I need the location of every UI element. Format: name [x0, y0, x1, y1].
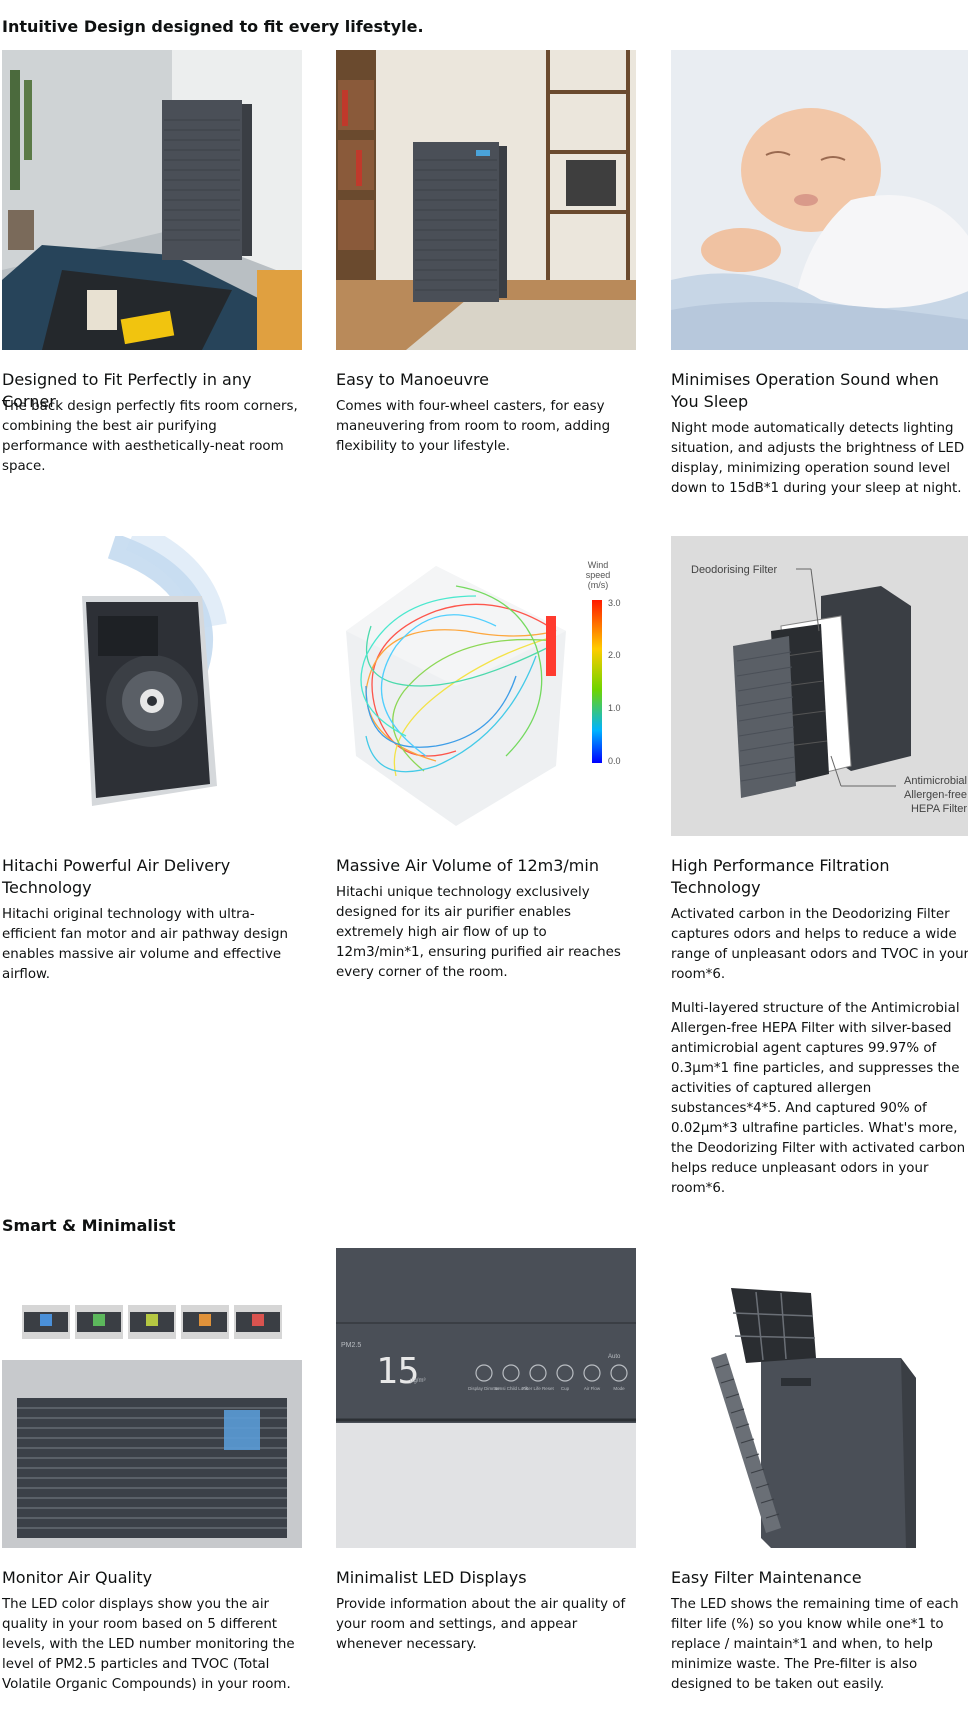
panel-button-label: Mode [613, 1386, 625, 1391]
wind-speed-label: Wind [588, 560, 609, 570]
panel-button-label: Air Flow [584, 1386, 601, 1391]
deodorising-filter-label: Deodorising Filter [691, 564, 778, 576]
card-text: Hitachi original technology with ultra-e… [2, 905, 304, 999]
card-text: Activated carbon in the Deodorizing Filt… [671, 905, 968, 1213]
aq-level-3 [146, 1314, 158, 1326]
card-paragraph: Activated carbon in the Deodorizing Filt… [671, 907, 968, 982]
svg-text:(m/s): (m/s) [588, 580, 609, 590]
aq-level-1 [40, 1314, 52, 1326]
hepa-filter-label: Antimicrobial [904, 775, 967, 787]
card-paragraph: The back design perfectly fits room corn… [2, 399, 298, 474]
aq-level-4 [199, 1314, 211, 1326]
pm25-value: 15 [376, 1351, 419, 1392]
svg-text:µg/m³: µg/m³ [410, 1378, 425, 1384]
card-paragraph: Night mode automatically detects lightin… [671, 421, 965, 496]
card-paragraph: Comes with four-wheel casters, for easy … [336, 399, 611, 454]
wind-speed-legend [592, 600, 602, 763]
svg-text:Allergen-free: Allergen-free [904, 789, 967, 801]
card-text: Night mode automatically detects lightin… [671, 419, 968, 513]
card-title: Easy to Manoeuvre [336, 370, 490, 389]
panel-button-label: Sensi Child Lock [494, 1386, 528, 1391]
svg-text:Auto: Auto [608, 1354, 621, 1360]
card-paragraph: The LED color displays show you the air … [2, 1597, 295, 1692]
card-text: Comes with four-wheel casters, for easy … [336, 397, 638, 471]
panel-button-label: Display Dimmer [468, 1386, 500, 1391]
card-title: Hitachi Powerful Air Delivery Technology [2, 856, 231, 897]
svg-text:0.0: 0.0 [608, 756, 621, 766]
card-title: Minimalist LED Displays [336, 1568, 527, 1587]
svg-text:1.0: 1.0 [608, 703, 621, 713]
card-paragraph: Provide information about the air qualit… [336, 1597, 626, 1652]
sleeping-baby-image [671, 50, 968, 350]
card-title: Easy Filter Maintenance [671, 1568, 862, 1587]
air-quality-led-image [2, 1248, 302, 1548]
section-title-design: Intuitive Design designed to fit every l… [2, 17, 424, 36]
led-panel-image: PM2.5 15 µg/m³ Auto Display Dimmer Sensi… [336, 1248, 636, 1548]
card-title: Minimises Operation Sound when You Sleep [671, 370, 939, 411]
aq-level-5 [252, 1314, 264, 1326]
card-title: Designed to Fit Perfectly in any Corner [2, 370, 252, 411]
airflow-simulation-image: Wind speed (m/s) 3.0 2.0 1.0 0.0 [336, 536, 636, 836]
card-paragraph: Multi-layered structure of the Antimicro… [671, 1001, 966, 1196]
aq-level-2 [93, 1314, 105, 1326]
card-text: The LED shows the remaining time of each… [671, 1595, 968, 1709]
section-title-smart: Smart & Minimalist [2, 1216, 176, 1235]
svg-text:3.0: 3.0 [608, 598, 621, 608]
panel-button-label: Filter Life Reset [522, 1386, 554, 1391]
panel-button-label: Cup [561, 1386, 570, 1391]
card-text: The back design perfectly fits room corn… [2, 397, 304, 491]
card-text: The LED color displays show you the air … [2, 1595, 304, 1709]
pm25-label: PM2.5 [341, 1342, 361, 1349]
living-room-image [336, 50, 636, 350]
card-paragraph: The LED shows the remaining time of each… [671, 1597, 959, 1692]
card-text: Provide information about the air qualit… [336, 1595, 638, 1669]
card-paragraph: Hitachi original technology with ultra-e… [2, 907, 288, 982]
card-paragraph: Hitachi unique technology exclusively de… [336, 885, 621, 980]
fan-cutaway-image [2, 536, 302, 836]
card-title: Monitor Air Quality [2, 1568, 153, 1587]
svg-text:2.0: 2.0 [608, 650, 621, 660]
svg-text:HEPA Filter: HEPA Filter [911, 803, 967, 815]
filter-layers-image: Deodorising Filter Antimicrobial Allerge… [671, 536, 968, 836]
corner-room-image [2, 50, 302, 350]
svg-text:speed: speed [586, 570, 611, 580]
card-title: High Performance Filtration Technology [671, 856, 890, 897]
prefilter-removal-image [671, 1248, 968, 1548]
card-text: Hitachi unique technology exclusively de… [336, 883, 638, 997]
card-title: Massive Air Volume of 12m3/min [336, 856, 599, 875]
